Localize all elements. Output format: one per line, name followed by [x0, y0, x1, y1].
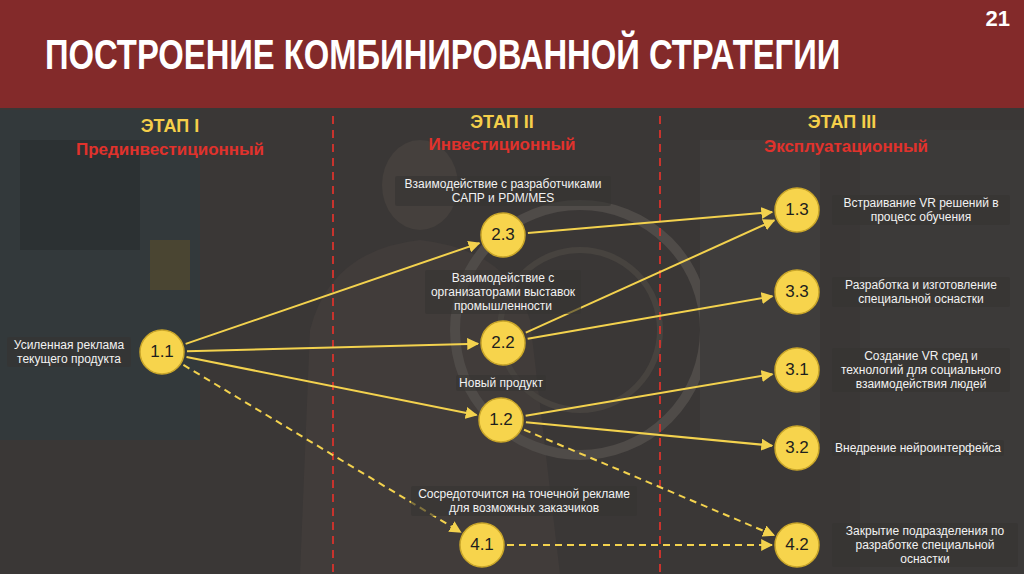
transition-arrow: [526, 374, 773, 416]
step-circle: 3.3Разработка и изготовление специальной…: [774, 269, 820, 315]
step-description: Создание VR сред и технологий для социал…: [832, 348, 1010, 392]
circle-outline: [460, 523, 504, 567]
step-description: Сосредоточится на точечной рекламе для в…: [411, 486, 637, 516]
stage-separator: [332, 116, 334, 574]
transition-arrow: [507, 544, 772, 546]
step-number: 1.2: [478, 397, 524, 443]
circle-outline: [775, 188, 819, 232]
transition-arrow: [187, 357, 477, 415]
step-description: Взаимодействие с организаторами выставок…: [425, 270, 581, 314]
step-description: Встраивание VR решений в процесс обучени…: [832, 195, 1010, 225]
circle-outline: [775, 270, 819, 314]
step-number: 3.3: [774, 269, 820, 315]
transition-arrow: [526, 422, 772, 445]
stage-name: Инвестиционный: [429, 135, 576, 155]
machine-box: [150, 240, 190, 290]
circle-outline: [775, 523, 819, 567]
step-number: 4.2: [774, 522, 820, 568]
circle-outline: [140, 330, 184, 374]
transition-arrow: [524, 430, 774, 536]
stage-number: ЭТАП I: [141, 116, 199, 137]
step-number: 3.2: [774, 425, 820, 471]
step-number: 1.1: [139, 329, 185, 375]
step-circle: 1.3Встраивание VR решений в процесс обуч…: [774, 187, 820, 233]
step-circle: 1.2Новый продукт: [478, 397, 524, 443]
step-circle: 2.2Взаимодействие с организаторами выста…: [480, 320, 526, 366]
transition-arrow: [528, 212, 772, 233]
step-description: Новый продукт: [456, 375, 546, 391]
step-circle: 1.1Усиленная реклама текущего продукта: [139, 329, 185, 375]
step-number: 4.1: [459, 522, 505, 568]
circle-outline: [479, 398, 523, 442]
machine-panel: [0, 110, 200, 440]
step-description: Разработка и изготовление специальной ос…: [832, 277, 1010, 307]
step-circle: 3.2Внедрение нейроинтерфейса: [774, 425, 820, 471]
stage-name: Прединвестиционный: [76, 140, 264, 160]
step-description: Закрытие подразделения по разработке спе…: [832, 523, 1018, 567]
circle-outline: [481, 321, 525, 365]
step-number: 2.3: [480, 212, 526, 258]
machine-ring: [455, 205, 705, 455]
step-circle: 2.3Взаимодействие с разработчиками САПР …: [480, 212, 526, 258]
circle-outline: [775, 426, 819, 470]
stage-number: ЭТАП II: [470, 112, 533, 133]
equipment-rack: [700, 140, 820, 440]
step-circle: 3.1Создание VR сред и технологий для соц…: [774, 347, 820, 393]
step-number: 3.1: [774, 347, 820, 393]
circle-outline: [481, 213, 525, 257]
step-circle: 4.2Закрытие подразделения по разработке …: [774, 522, 820, 568]
stage-number: ЭТАП III: [808, 112, 876, 133]
circle-outline: [775, 348, 819, 392]
step-number: 1.3: [774, 187, 820, 233]
page-number: 21: [986, 6, 1010, 32]
stage-separator: [659, 116, 661, 574]
slide-title: ПОСТРОЕНИЕ КОМБИНИРОВАННОЙ СТРАТЕГИИ: [45, 30, 840, 80]
transition-arrow: [187, 344, 478, 352]
stage-name: Эксплуатационный: [764, 137, 928, 157]
step-description: Усиленная реклама текущего продукта: [7, 337, 131, 367]
step-circle: 4.1Сосредоточится на точечной рекламе дл…: [459, 522, 505, 568]
title-banner: [0, 0, 1024, 108]
step-description: Внедрение нейроинтерфейса: [832, 440, 1004, 456]
step-number: 2.2: [480, 320, 526, 366]
step-description: Взаимодействие с разработчиками САПР и P…: [395, 176, 611, 206]
